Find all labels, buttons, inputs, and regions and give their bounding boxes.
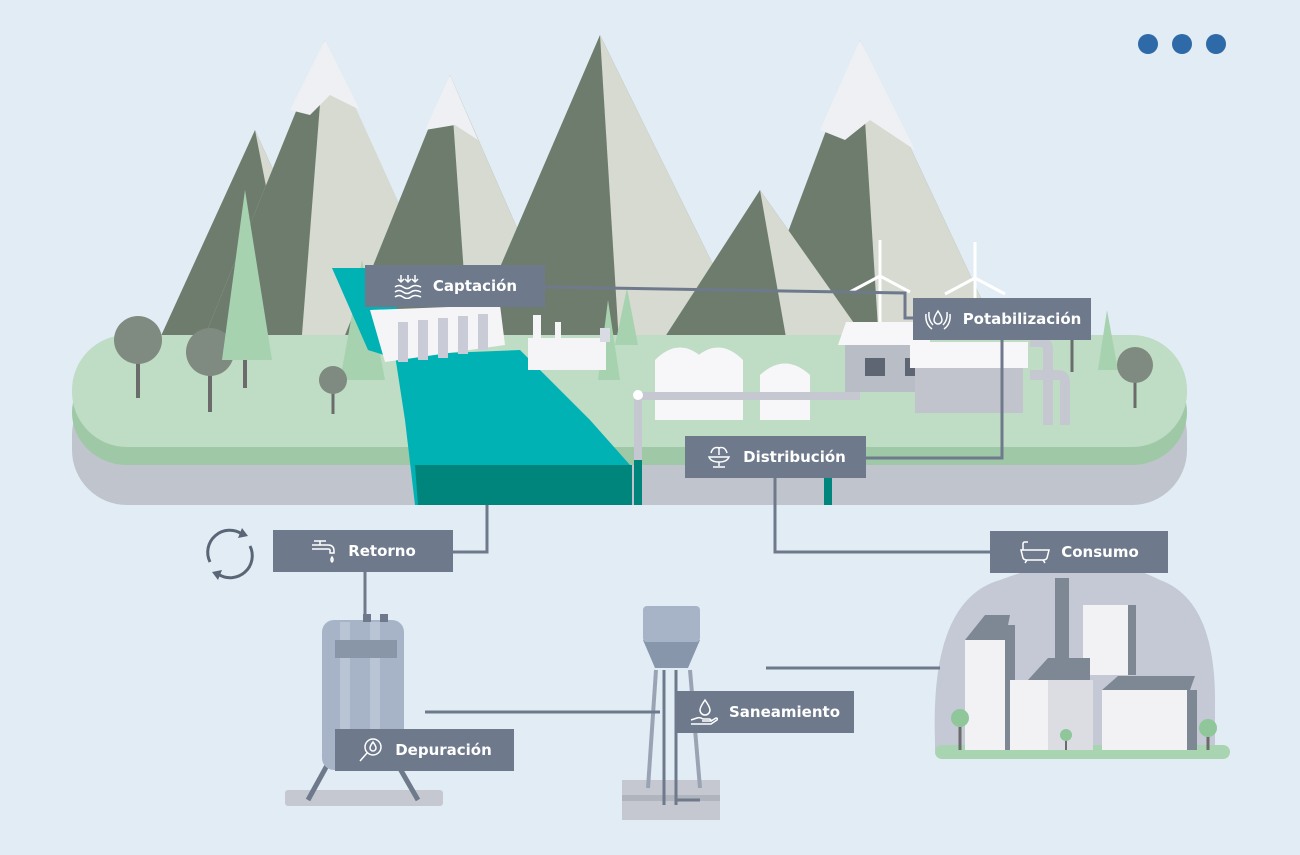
water-tower: [622, 606, 720, 820]
magnifier-drop-icon: [359, 738, 382, 762]
faucet-icon: [312, 540, 335, 564]
stage-label-text: Saneamiento: [729, 703, 840, 721]
stage-potabilizacion[interactable]: Potabilización: [913, 298, 1091, 340]
fountain-icon: [708, 446, 731, 468]
bathtub-icon: [1020, 541, 1051, 564]
stage-depuracion[interactable]: Depuración: [335, 729, 514, 771]
treatment-tank: [285, 614, 443, 806]
stage-label-text: Retorno: [348, 542, 416, 560]
stage-distribucion[interactable]: Distribución: [685, 436, 866, 478]
hand-drop-icon: [690, 698, 719, 725]
more-dot-icon: [1138, 34, 1158, 54]
dam-and-river: [332, 268, 632, 505]
treatment-plant: [838, 322, 1070, 425]
stage-saneamiento[interactable]: Saneamiento: [675, 691, 854, 733]
stage-retorno[interactable]: Retorno: [273, 530, 453, 572]
stage-captacion[interactable]: Captación: [365, 265, 545, 307]
pump-station: [528, 315, 610, 370]
stage-label-text: Distribución: [743, 448, 846, 466]
stage-label-text: Depuración: [395, 741, 492, 759]
water-intake-icon: [394, 275, 422, 299]
connector-lines: [363, 285, 1004, 714]
city: [934, 560, 1230, 759]
more-dot-icon: [1206, 34, 1226, 54]
water-tanks: [633, 347, 860, 505]
cycle-arrows-icon[interactable]: [198, 522, 262, 586]
mountains: [150, 35, 1010, 360]
stage-label-text: Consumo: [1061, 543, 1139, 561]
stage-label-text: Captación: [432, 277, 518, 295]
stage-consumo[interactable]: Consumo: [990, 531, 1168, 573]
hands-drop-icon: [924, 309, 951, 330]
more-dot-icon: [1172, 34, 1192, 54]
stage-label-text: Potabilización: [962, 310, 1082, 328]
more-options-button[interactable]: [1138, 34, 1226, 54]
